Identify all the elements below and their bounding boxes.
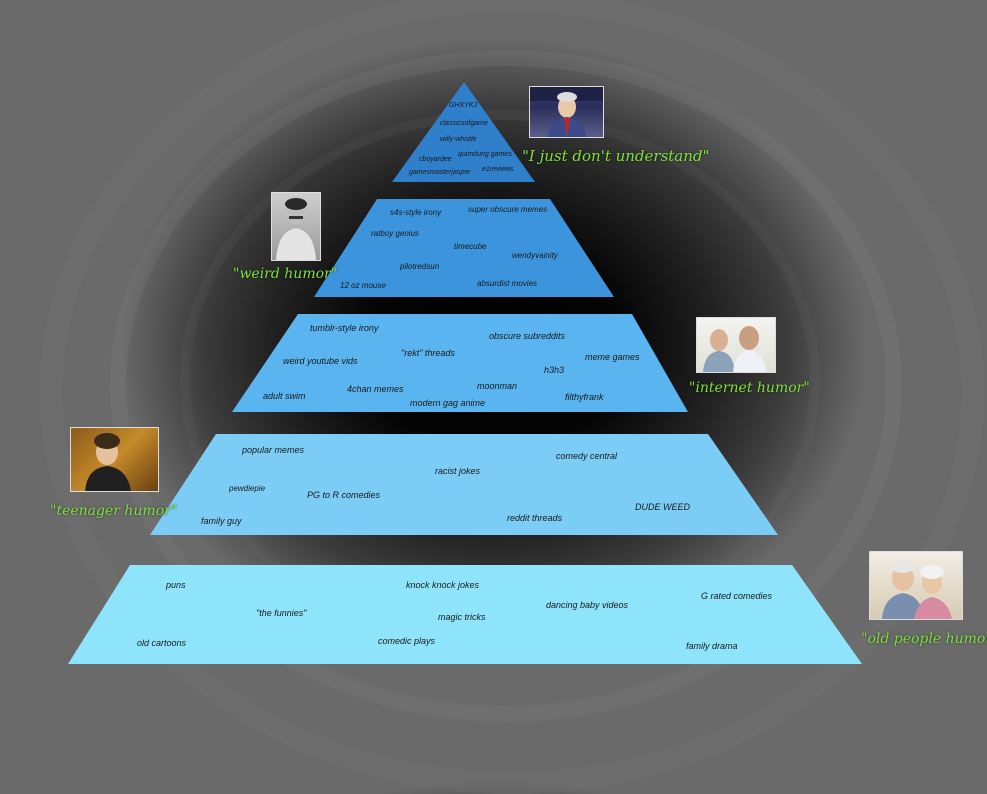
tier-weird-item: ratboy genius xyxy=(371,229,420,238)
tier-internet-item: "rekt" threads xyxy=(401,348,455,358)
old-couple-photo xyxy=(869,551,963,620)
tier-top-triangle xyxy=(392,82,535,182)
tier-weird-item: 12 oz mouse xyxy=(340,281,386,290)
laughing-men-icon xyxy=(703,326,767,372)
tier-teen-item: PG to R comedies xyxy=(307,490,381,500)
caption-internet: "internet humor" xyxy=(689,380,810,396)
caption-weird: "weird humor" xyxy=(233,266,338,282)
tier-top-item: GHXYKJ xyxy=(449,102,478,109)
tier-top-item: e1reviews xyxy=(482,166,514,173)
tier-top-item: willy whistle xyxy=(440,136,477,143)
mustached-man-bw-photo xyxy=(271,192,321,261)
tier-teen-item: DUDE WEED xyxy=(635,502,691,512)
tier-weird-item: timecube xyxy=(454,242,487,251)
tier-old-trapezoid xyxy=(68,565,862,664)
caption-old: "old people humor" xyxy=(861,631,987,647)
tier-weird-item: pilotredsun xyxy=(400,262,440,271)
tier-internet-item: filthyfrank xyxy=(565,392,604,402)
teenager-photo xyxy=(70,427,159,492)
tier-internet-item: tumblr-style irony xyxy=(310,323,379,333)
tier-weird-item: absurdist movies xyxy=(477,279,538,288)
tier-old-item: puns xyxy=(166,580,186,590)
tier-teen-item: racist jokes xyxy=(435,466,481,476)
tier-top-shape xyxy=(392,82,535,182)
tier-internet-item: weird youtube vids xyxy=(283,356,358,366)
mustached-man-icon xyxy=(276,198,316,260)
tier-weird-shape xyxy=(314,199,614,297)
tier-teen-trapezoid xyxy=(150,434,778,535)
tier-internet-item: adult swim xyxy=(263,391,306,401)
tier-old-shape xyxy=(68,565,862,664)
tier-old-item: magic tricks xyxy=(438,612,486,622)
tier-old-item: G rated comedies xyxy=(701,591,773,601)
tier-internet-item: modern gag anime xyxy=(410,398,486,408)
tier-old-item: "the funnies" xyxy=(256,608,307,618)
tier-internet-item: obscure subreddits xyxy=(489,331,566,341)
tier-old-item: old cartoons xyxy=(137,638,187,648)
tier-internet-shape xyxy=(232,314,688,412)
tier-teen-item: reddit threads xyxy=(507,513,563,523)
old-man-cartoon-icon xyxy=(530,87,603,137)
tier-internet-item: 4chan memes xyxy=(347,384,404,394)
tier-teen-item: popular memes xyxy=(242,445,305,455)
tier-top-item: cboyardee xyxy=(419,156,452,163)
tier-teen-shape xyxy=(150,434,778,535)
old-couple-icon xyxy=(882,561,952,619)
teenager-icon xyxy=(85,433,131,491)
tier-old-item: dancing baby videos xyxy=(546,600,629,610)
tier-internet-trapezoid xyxy=(232,314,688,412)
caption-top: "I just don't understand" xyxy=(522,147,710,165)
tier-weird-item: wendyvainity xyxy=(512,251,558,260)
caption-teen: "teenager humor" xyxy=(50,503,178,519)
tier-teen-item: pewdiepie xyxy=(229,484,266,493)
tier-old-item: family drama xyxy=(686,641,738,651)
tier-weird-item: super obscure memes xyxy=(468,205,548,214)
laughing-men-photo xyxy=(696,317,776,373)
tier-top-item: classicsofgame xyxy=(440,120,488,127)
tier-top-item: gamesmasterjasper xyxy=(409,169,471,176)
tier-internet-item: h3h3 xyxy=(544,365,565,375)
tier-teen-item: comedy central xyxy=(556,451,618,461)
tier-old-item: knock knock jokes xyxy=(406,580,480,590)
old-man-cartoon-photo xyxy=(529,86,604,138)
tier-weird-item: s4s-style irony xyxy=(390,208,442,217)
tier-weird-trapezoid xyxy=(314,199,614,297)
tier-internet-item: meme games xyxy=(585,352,640,362)
tier-teen-item: family guy xyxy=(201,516,242,526)
tier-internet-item: moonman xyxy=(477,381,518,391)
tier-old-item: comedic plays xyxy=(378,636,436,646)
tier-top-item: quimdung games xyxy=(458,151,512,158)
